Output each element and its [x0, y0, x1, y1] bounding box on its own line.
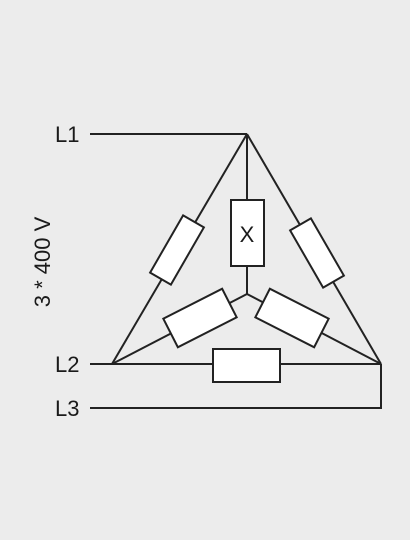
- l3-label: L3: [55, 396, 79, 421]
- l3-wire: [90, 364, 382, 409]
- delta-left-resistor: [148, 214, 206, 286]
- star-top-resistor: [230, 199, 265, 267]
- delta-bottom-resistor: [212, 348, 281, 383]
- voltage-label: 3 * 400 V: [30, 216, 55, 307]
- star-right-resistor: [253, 287, 331, 349]
- center-resistor-mark: X: [240, 222, 255, 247]
- star-left-resistor: [161, 287, 239, 349]
- l1-label: L1: [55, 122, 79, 147]
- l2-label: L2: [55, 352, 79, 377]
- delta-right-resistor: [288, 217, 346, 289]
